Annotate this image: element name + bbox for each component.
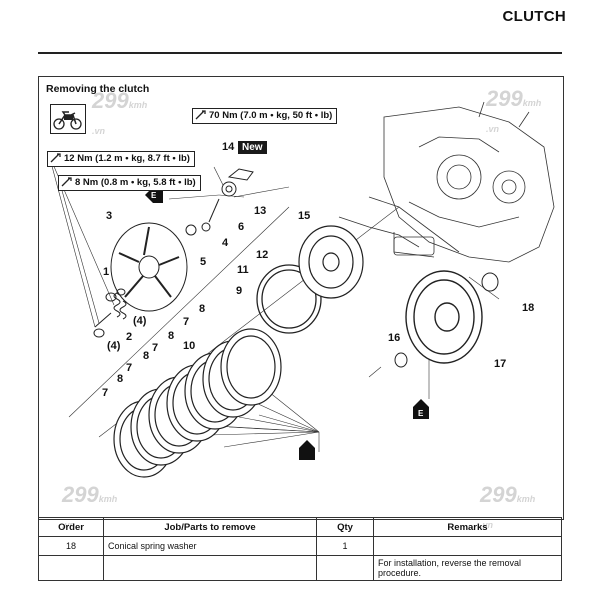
callout-8c: 8 <box>143 350 150 362</box>
callout-7d: 7 <box>102 387 109 399</box>
new-part-badge: New <box>238 141 267 154</box>
column-header-order: Order <box>38 517 104 537</box>
callout-8b: 8 <box>168 330 175 342</box>
callout-4-qty: (4) <box>133 315 147 327</box>
svg-text:E: E <box>418 409 424 418</box>
motorcycle-icon <box>50 104 86 134</box>
callout-2: 2 <box>126 331 133 343</box>
small-parts <box>185 168 254 236</box>
washers <box>394 272 499 368</box>
callout-4: 4 <box>222 237 229 249</box>
column-header-remarks: Remarks <box>373 517 562 537</box>
section-title: Removing the clutch <box>46 83 150 95</box>
cell-job: Conical spring washer <box>103 536 317 556</box>
oil-marker-labels: E E E <box>151 191 424 468</box>
callout-12: 12 <box>256 249 269 261</box>
cell-qty <box>316 555 374 581</box>
svg-text:E: E <box>151 191 157 200</box>
header-rule <box>38 52 562 54</box>
cell-qty: 1 <box>316 536 374 556</box>
cell-job <box>103 555 317 581</box>
torque-spec-8nm: 8 Nm (0.8 m • kg, 5.8 ft • lb) <box>58 175 201 191</box>
torque-wrench-icon <box>195 110 206 120</box>
callout-8d: 8 <box>117 373 124 385</box>
clutch-housing <box>405 270 483 364</box>
cell-remarks: For installation, reverse the removal pr… <box>373 555 562 581</box>
callout-9: 9 <box>236 285 243 297</box>
parts-table: Order Job/Parts to remove Qty Remarks 18… <box>38 517 562 581</box>
torque-spec-70nm: 70 Nm (7.0 m • kg, 50 ft • lb) <box>192 108 338 124</box>
callout-6: 6 <box>238 221 245 233</box>
callout-11: 11 <box>237 264 249 276</box>
callout-5: 5 <box>200 256 207 268</box>
callout-10: 10 <box>183 340 196 352</box>
torque-wrench-icon <box>61 177 72 187</box>
callout-15: 15 <box>298 210 311 222</box>
clutch-cover <box>110 222 188 312</box>
svg-text:E: E <box>305 459 311 468</box>
engine-illustration <box>338 101 555 263</box>
callout-17: 17 <box>494 358 507 370</box>
page-title: CLUTCH <box>502 8 566 25</box>
torque-value: 70 Nm (7.0 m • kg, 50 ft • lb) <box>209 110 333 121</box>
callout-18: 18 <box>522 302 535 314</box>
callout-3: 3 <box>106 210 113 222</box>
cell-remarks <box>373 536 562 556</box>
callout-7: 7 <box>183 316 190 328</box>
torque-value: 8 Nm (0.8 m • kg, 5.8 ft • lb) <box>75 177 196 188</box>
cell-order <box>38 555 104 581</box>
torque-wrench-icon <box>50 153 61 163</box>
cell-order: 18 <box>38 536 104 556</box>
watermark: 299kmh.vn <box>486 86 542 134</box>
clutch-exploded-diagram: E E E <box>48 101 555 478</box>
clutch-plates <box>113 328 282 478</box>
oil-markers <box>145 187 429 460</box>
watermark: 299kmh.vn <box>92 88 148 136</box>
clutch-boss <box>298 225 364 299</box>
plate-ring <box>256 264 322 334</box>
table-row: 18 Conical spring washer 1 <box>38 536 562 556</box>
callout-1: 1 <box>103 266 110 278</box>
callout-16: 16 <box>388 332 401 344</box>
torque-value: 12 Nm (1.2 m • kg, 8.7 ft • lb) <box>64 153 190 164</box>
torque-spec-12nm: 12 Nm (1.2 m • kg, 8.7 ft • lb) <box>47 151 195 167</box>
column-header-job: Job/Parts to remove <box>103 517 317 537</box>
table-row: For installation, reverse the removal pr… <box>38 555 562 581</box>
column-header-qty: Qty <box>316 517 374 537</box>
callout-7c: 7 <box>126 362 133 374</box>
callout-7b: 7 <box>152 342 159 354</box>
callout-4-qty-b: (4) <box>107 340 121 352</box>
springs <box>93 288 127 338</box>
callout-14: 14 <box>222 141 235 153</box>
callout-8: 8 <box>199 303 206 315</box>
table-header-row: Order Job/Parts to remove Qty Remarks <box>38 517 562 537</box>
callout-13: 13 <box>254 205 267 217</box>
